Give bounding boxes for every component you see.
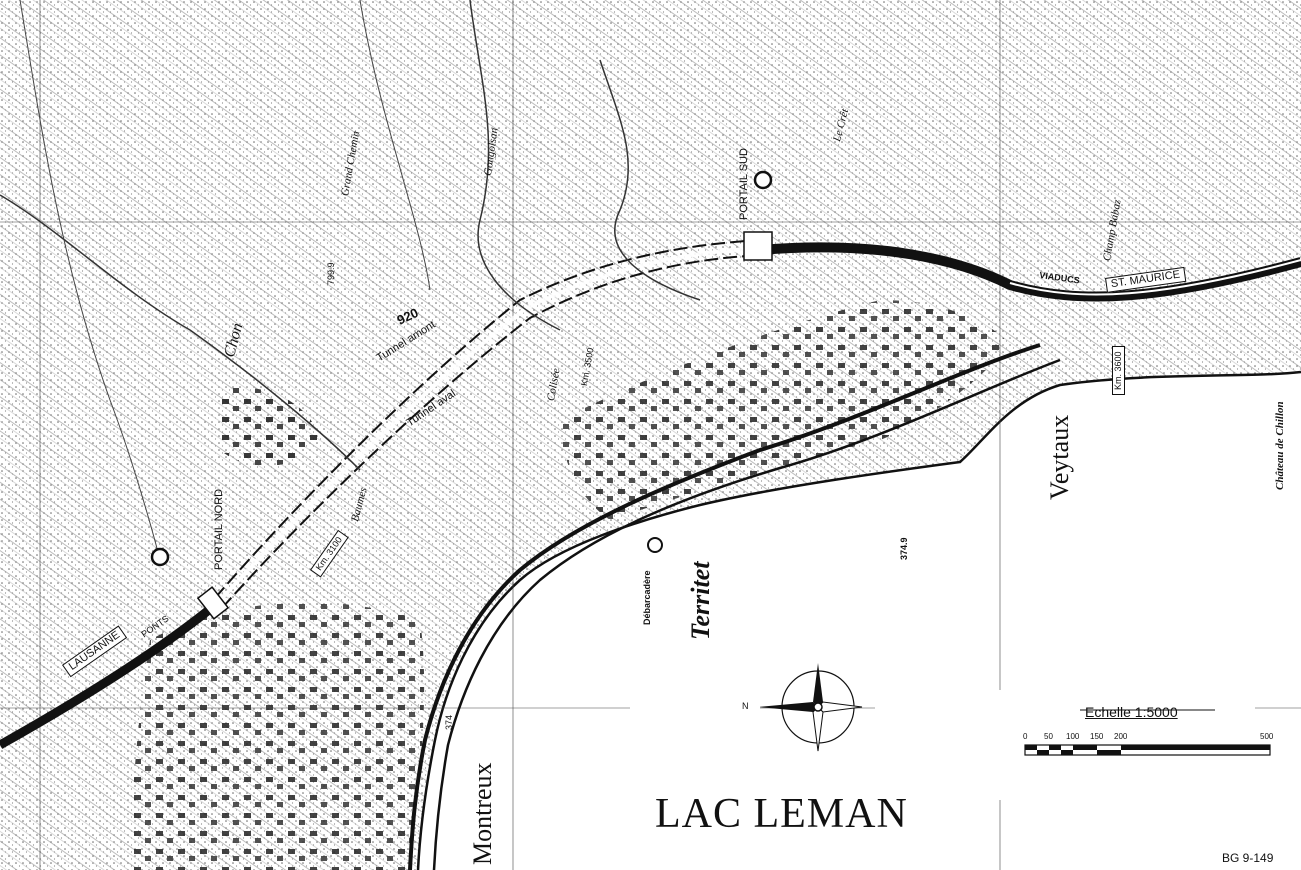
- portail-nord-label: PORTAIL NORD: [213, 488, 225, 570]
- debarcadere-label: Débarcadère: [642, 570, 652, 625]
- mountain-road: [469, 0, 561, 331]
- altitude-374-9: 374.9: [899, 537, 909, 560]
- shaft-marker-north: [150, 547, 170, 567]
- shaft-marker-south: [753, 170, 773, 190]
- reference-code: BG 9-149: [1222, 851, 1274, 865]
- territet-label: Territet: [686, 561, 715, 640]
- scale-tick-200: 200: [1114, 732, 1128, 741]
- altitude-374: 374: [444, 714, 454, 730]
- coastal-railway: [408, 343, 1041, 870]
- veytaux-label: Veytaux: [1045, 414, 1074, 500]
- territet-builtup: [560, 300, 1010, 520]
- glion-builtup: [220, 387, 320, 467]
- compass-rose: [758, 663, 863, 752]
- scale-title: Echelle 1:5000: [1085, 704, 1178, 720]
- scale-bar: [1024, 709, 1271, 756]
- tunnel-aval: [221, 254, 766, 609]
- coastal-road: [432, 358, 1061, 870]
- lake-label: LAC LEMAN: [655, 791, 908, 837]
- km-3600-label: Km. 3600: [1112, 346, 1125, 395]
- montreux-builtup: [130, 602, 425, 870]
- chillon-label: Château de Chillon: [1274, 401, 1286, 490]
- scale-tick-100: 100: [1066, 732, 1080, 741]
- winding-road: [599, 59, 701, 301]
- montreux-label: Montreux: [468, 762, 497, 865]
- portail-sud-marker: [743, 231, 773, 261]
- motorway-st-maurice: [759, 242, 1301, 302]
- portail-nord-marker: [196, 586, 230, 620]
- portail-sud-label: PORTAIL SUD: [738, 148, 750, 220]
- upper-road: [0, 194, 361, 471]
- compass-north-label: N: [742, 701, 749, 711]
- debarcadere-marker: [647, 537, 663, 553]
- motorway-lausanne: [0, 601, 218, 749]
- scale-tick-0: 0: [1023, 732, 1028, 741]
- tunnel-amont: [214, 239, 761, 599]
- altitude-799-9: 799.9: [326, 262, 336, 285]
- scale-tick-500: 500: [1260, 732, 1274, 741]
- scale-tick-150: 150: [1090, 732, 1104, 741]
- scale-tick-50: 50: [1044, 732, 1053, 741]
- lake-shoreline: [416, 370, 1301, 870]
- stream: [19, 0, 161, 561]
